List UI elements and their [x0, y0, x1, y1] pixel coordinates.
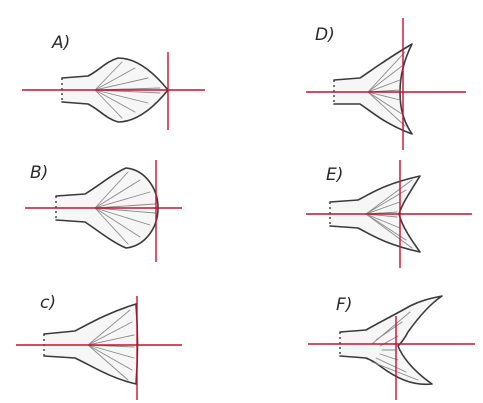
panel-D: D)	[306, 18, 466, 150]
panel-D-label: D)	[315, 25, 335, 45]
panel-A: A)	[22, 33, 205, 130]
panel-C: c)	[16, 293, 182, 400]
panel-E-label: E)	[326, 165, 343, 185]
panel-F-fin	[339, 295, 443, 386]
panel-F-label: F)	[336, 295, 352, 315]
panel-D-fin	[333, 43, 413, 135]
panel-C-label: c)	[40, 293, 56, 313]
panel-A-label: A)	[51, 33, 70, 53]
panel-C-fin	[43, 303, 139, 385]
panel-B-label: B)	[30, 163, 48, 183]
panel-E: E)	[306, 160, 472, 268]
panel-B: B)	[25, 160, 182, 262]
panel-F: F)	[308, 295, 475, 400]
